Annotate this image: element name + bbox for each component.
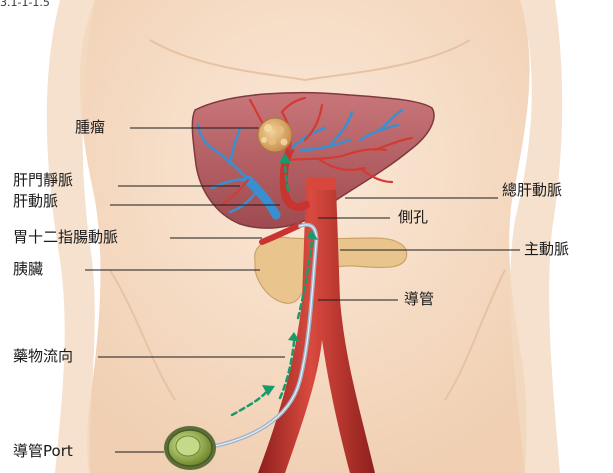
- label-side-hole: 側孔: [398, 208, 428, 226]
- label-catheter: 導管: [404, 290, 434, 308]
- label-hepatic-artery: 肝動脈: [13, 192, 58, 210]
- label-aorta: 主動脈: [524, 240, 569, 258]
- label-gastroduodenal-artery: 胃十二指腸動脈: [13, 228, 118, 246]
- label-portal-vein: 肝門靜脈: [13, 171, 73, 189]
- label-pancreas: 胰臟: [13, 260, 43, 278]
- catheter-port: [164, 426, 216, 470]
- tumor: [258, 118, 292, 152]
- label-catheter-port: 導管Port: [13, 442, 73, 460]
- label-drug-flow: 藥物流向: [13, 347, 73, 365]
- label-tumor: 腫瘤: [75, 118, 105, 136]
- label-common-hepatic-artery: 總肝動脈: [502, 181, 562, 199]
